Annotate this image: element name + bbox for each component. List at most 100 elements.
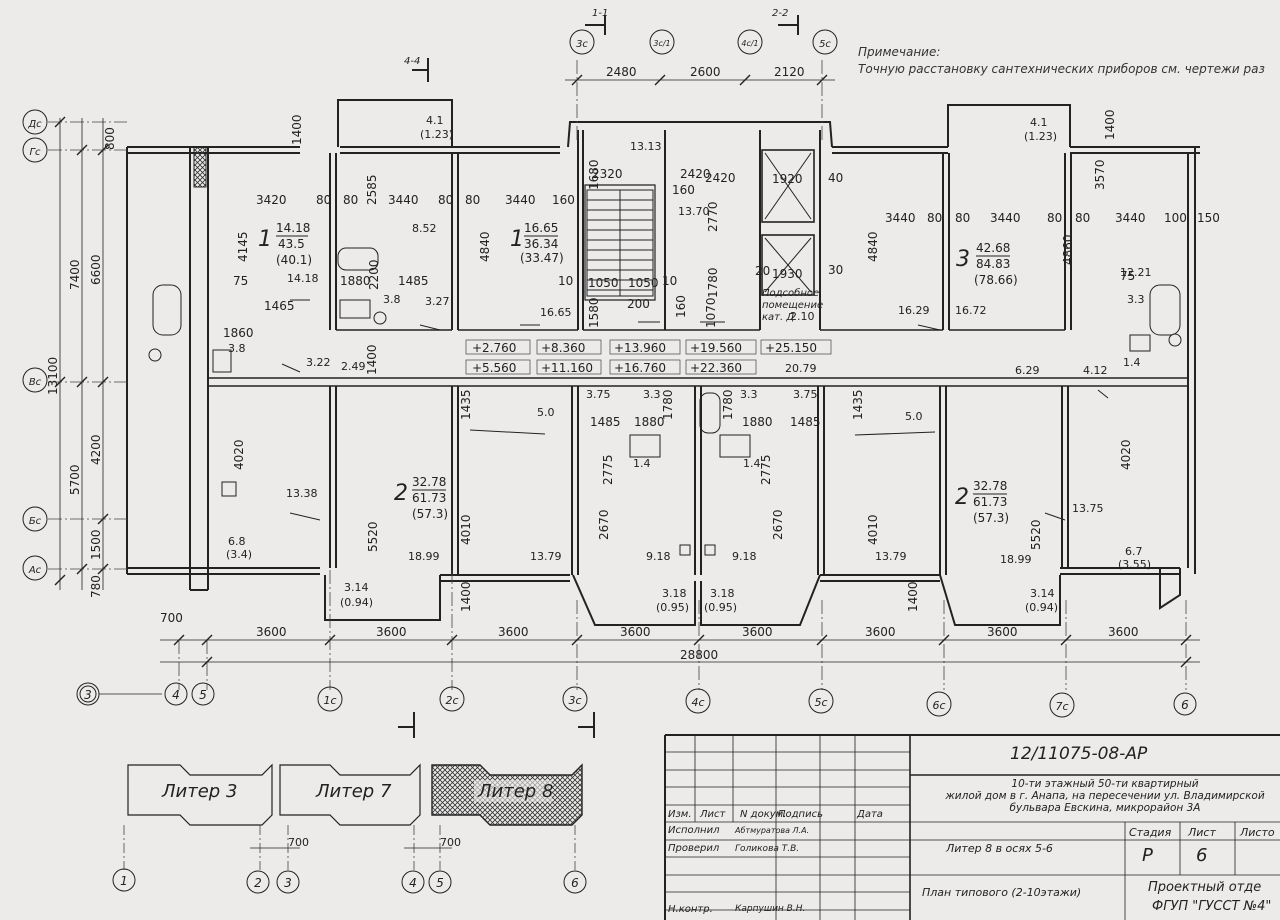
axis-label: 5с — [819, 39, 831, 50]
dim-4200: 4200 — [89, 434, 103, 465]
axis-label: 6 — [1181, 698, 1189, 712]
dim-3600: 3600 — [865, 625, 896, 639]
apartment-reduced-area: (57.3) — [412, 507, 448, 521]
apartment-living-area: 32.78 — [973, 479, 1007, 493]
sheet-header: Лист — [1188, 826, 1216, 839]
axis-bubble-bc: Бс — [22, 506, 48, 532]
inner-dim: 1780 — [706, 267, 720, 298]
key-dim: 700 — [440, 836, 461, 849]
inner-dim: 160 — [552, 193, 575, 207]
room-area: 3.8 — [383, 293, 401, 306]
apartment-number: 1 — [510, 227, 524, 252]
note-title: Примечание: — [858, 45, 941, 59]
room-area: 3.22 — [306, 356, 331, 369]
axis-bubble-ac: Ас — [22, 555, 48, 581]
room-area: 2.10 — [790, 310, 815, 323]
inner-dim: 1880 — [742, 415, 773, 429]
inner-dim: 200 — [627, 297, 650, 311]
inner-dim: 75 — [233, 274, 248, 288]
inner-dim: 1435 — [459, 389, 473, 420]
room-area: 9.18 — [646, 550, 671, 563]
dim-3600: 3600 — [742, 625, 773, 639]
inner-dim: 3420 — [256, 193, 287, 207]
apartment-labels: 1 14.18 43.5 (40.1) 1 16.65 36.34 (33.47… — [258, 221, 1018, 525]
apartment-1-center: 1 16.65 36.34 (33.47) — [510, 221, 564, 265]
room-area: 16.29 — [898, 304, 930, 317]
stamp-name: Голикова Т.В. — [735, 844, 800, 854]
inner-dim: 1485 — [398, 274, 429, 288]
room-area: 20.79 — [785, 362, 817, 375]
key-axis: 5 — [436, 876, 444, 890]
room-area: 18.99 — [408, 550, 440, 563]
room-area: 1.4 — [1123, 356, 1141, 369]
room-area: (0.94) — [1025, 601, 1058, 614]
key-axis: 3 — [284, 876, 292, 890]
inner-dim: 1860 — [223, 326, 254, 340]
room-area: 13.13 — [630, 140, 662, 153]
room-area: 3.27 — [425, 295, 450, 308]
inner-dim: 2320 — [592, 167, 623, 181]
axis-label: 6с — [932, 699, 945, 712]
apartment-number: 1 — [258, 227, 272, 252]
inner-dim: 80 — [1047, 211, 1062, 225]
project-title: 10-ти этажный 50-ти квартирный жилой дом… — [930, 778, 1280, 814]
utility-note-line: помещение — [762, 300, 823, 311]
room-area: 16.72 — [955, 304, 987, 317]
room-area: (0.95) — [704, 601, 737, 614]
inner-dim: 1680 — [587, 159, 601, 190]
room-area: 4.1 — [426, 114, 444, 127]
axis-bubble-4: 4 — [164, 682, 188, 706]
dim-top: 2120 — [774, 65, 805, 79]
apartment-1-left: 1 14.18 43.5 (40.1) — [258, 221, 312, 267]
org-line: Проектный отде — [1148, 880, 1262, 895]
inner-dim: 80 — [955, 211, 970, 225]
axis-label: 7с — [1055, 700, 1068, 713]
axis-bubble-7c: 7с — [1049, 692, 1075, 718]
key-axis: 2 — [254, 876, 262, 890]
inner-dim: 20 — [755, 264, 770, 278]
room-areas: 8.52 14.18 3.8 3.27 16.65 13.13 13.70 16… — [226, 114, 1152, 614]
axis-label: 3с — [568, 694, 581, 707]
axis-bubbles-left: Дс Гс Вс Бс Ас — [22, 109, 48, 581]
room-area: 1.4 — [743, 457, 761, 470]
axis-label: 3 — [84, 688, 92, 702]
apartment-number: 2 — [394, 481, 408, 506]
dim-700: 700 — [160, 611, 183, 625]
dim-7400: 7400 — [68, 259, 82, 290]
room-area: 1.4 — [633, 457, 651, 470]
title-block-frame — [664, 734, 1280, 920]
inner-dim: 2420 — [705, 171, 736, 185]
elevation-boxes — [465, 339, 832, 375]
axis-bubble-2c: 2с — [439, 686, 465, 712]
axis-bubble-1c: 1с — [317, 686, 343, 712]
elevation: +8.360 — [541, 341, 585, 355]
hatched-walls — [193, 146, 812, 297]
inner-dim: 1400 — [459, 581, 473, 612]
apartment-total-area: 61.73 — [412, 491, 446, 505]
apartment-3-right: 3 42.68 84.83 (78.66) — [956, 241, 1018, 287]
apartment-living-area: 42.68 — [976, 241, 1010, 255]
apartment-reduced-area: (78.66) — [974, 273, 1018, 287]
axis-bubble-top-4c1: 4с/1 — [737, 29, 763, 55]
apartment-reduced-area: (33.47) — [520, 251, 564, 265]
room-area: 5.0 — [537, 406, 555, 419]
room-area: 18.99 — [1000, 553, 1032, 566]
stamp-name: Абтмуратова Л.А. — [735, 826, 810, 835]
room-area: 3.3 — [1127, 293, 1145, 306]
dimension-text: 700 3600 3600 3600 3600 3600 3600 3600 3… — [160, 65, 1139, 662]
inner-dim: 1880 — [634, 415, 665, 429]
inner-dim: 3440 — [388, 193, 419, 207]
stage-value: Р — [1142, 845, 1153, 866]
axis-bubble-5c: 5с — [808, 688, 834, 714]
axis-label: 3с — [576, 39, 588, 50]
axis-bubble-4c: 4с — [685, 688, 711, 714]
stamp-header-doc: N докум. — [740, 809, 787, 820]
dim-5700: 5700 — [68, 464, 82, 495]
inner-dim: 1780 — [721, 389, 735, 420]
inner-dim: 2670 — [771, 509, 785, 540]
inner-dim: 30 — [828, 263, 843, 277]
elevation: +25.150 — [765, 341, 817, 355]
inner-dim: 4020 — [1119, 439, 1133, 470]
axis-bubble-dc: Дс — [22, 109, 48, 135]
room-area: 8.52 — [412, 222, 437, 235]
